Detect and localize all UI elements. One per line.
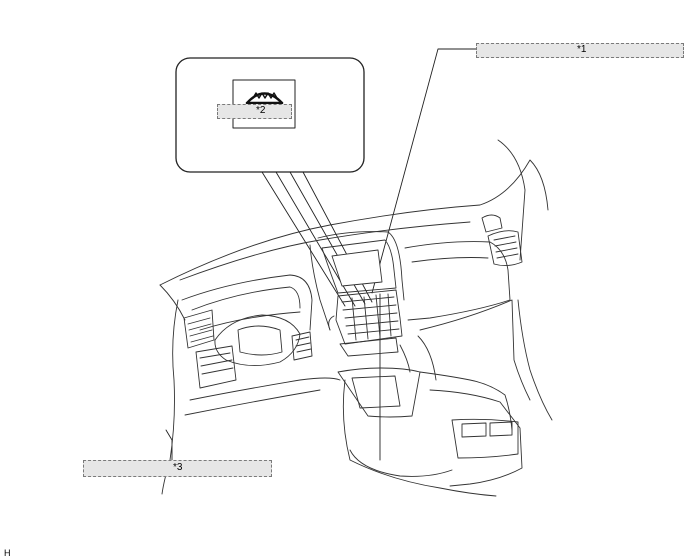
figure-code: H [4, 548, 11, 558]
callout-1-box [476, 43, 684, 58]
callout-3-box [83, 460, 272, 477]
callout-2-label: *2 [256, 105, 266, 116]
callout-3-label: *3 [173, 462, 183, 473]
dashboard-drawing [159, 139, 553, 497]
callout-1-label: *1 [577, 44, 587, 55]
leader-lines [165, 48, 477, 465]
callout-2-box [217, 104, 292, 119]
